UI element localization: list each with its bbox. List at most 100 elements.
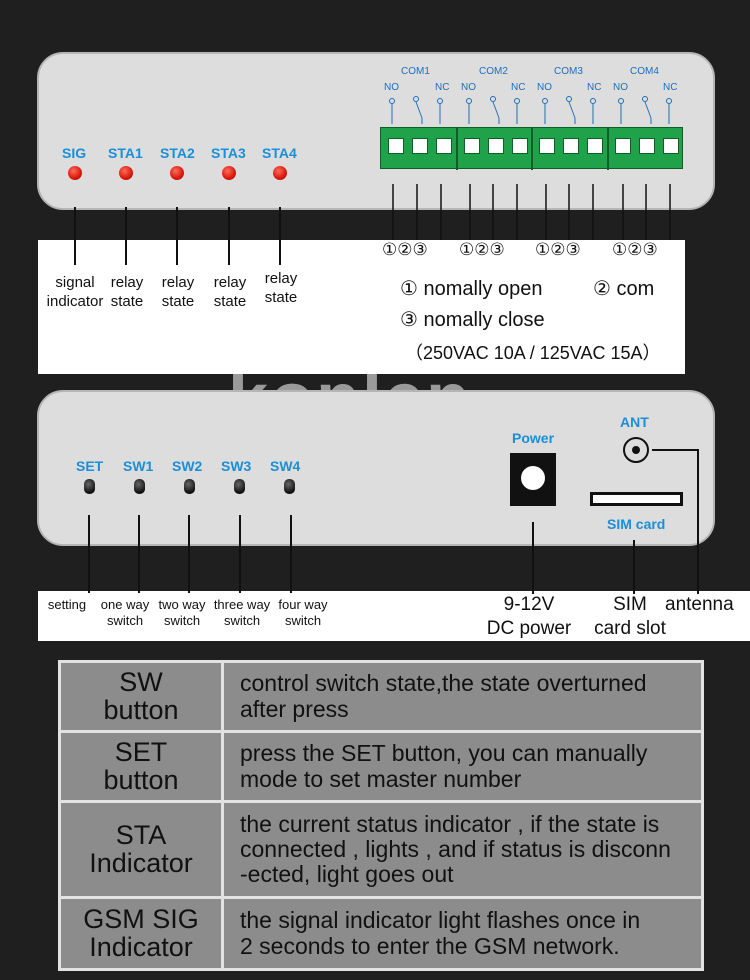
sta3-desc: relay state [208, 274, 252, 312]
sw2-label: SW2 [172, 458, 203, 474]
sw1-label: SW1 [123, 458, 154, 474]
sta1-label: STA1 [108, 145, 143, 161]
table-key: SET button [58, 730, 224, 803]
table-value: the current status indicator , if the st… [221, 800, 704, 899]
sig-label: SIG [62, 145, 87, 161]
sta1-desc: relay state [105, 274, 149, 312]
sw4-desc-line2: switch [284, 613, 322, 629]
power-desc-line1: 9-12V [503, 594, 555, 615]
sta2-label: STA2 [160, 145, 195, 161]
sta4-desc-line1: relay [264, 270, 298, 287]
relay-contact-symbols [389, 96, 672, 124]
function-table: SW button control switch state,the state… [58, 660, 704, 971]
table-value: press the SET button, you can manually m… [221, 730, 704, 803]
sta1-desc-line1: relay [110, 274, 144, 291]
sta4-led [273, 166, 287, 180]
legend-close: ③ nomally close [400, 309, 545, 331]
sw2-desc-line1: two way [158, 597, 206, 612]
sta1-lead [125, 207, 127, 265]
antenna-desc: antenna [665, 594, 734, 615]
relay-terminal-block [380, 127, 683, 170]
sw2-desc-line2: switch [163, 613, 201, 629]
sta4-lead [279, 207, 281, 265]
table-value: control switch state,the state overturne… [221, 660, 704, 733]
set-label: SET [76, 458, 104, 474]
sta4-desc: relay state [259, 270, 303, 308]
sw4-button[interactable] [284, 479, 295, 494]
sta2-desc: relay state [156, 274, 200, 312]
power-lead [532, 522, 534, 594]
sw3-desc-line1: three way [213, 597, 271, 612]
sig-desc-line2: indicator [46, 292, 104, 310]
sta3-desc-line1: relay [213, 274, 247, 291]
table-row: SW button control switch state,the state… [58, 660, 704, 733]
nc1-label: NC [435, 82, 450, 93]
sw3-desc: three way switch [210, 597, 274, 630]
power-label: Power [512, 430, 555, 446]
com1-label: COM1 [401, 66, 430, 77]
sw1-lead [138, 515, 140, 593]
sig-desc-line1: signal [55, 274, 95, 291]
control-panel [37, 390, 715, 546]
terminal-numbers-3: ①②③ [535, 240, 581, 259]
nc4-label: NC [663, 82, 678, 93]
sw1-desc-line2: switch [106, 613, 144, 629]
sta3-led [222, 166, 236, 180]
sta4-label: STA4 [262, 145, 297, 161]
antenna-lead-h [652, 449, 698, 451]
sta2-desc-line2: state [161, 292, 195, 310]
sim-desc: SIM card slot [582, 593, 678, 641]
legend-open: ① nomally open [400, 278, 543, 300]
sig-desc: signal indicator [40, 274, 110, 312]
sw1-button[interactable] [134, 479, 145, 494]
indicator-desc-strip [38, 240, 685, 374]
sw3-desc-line2: switch [223, 613, 261, 629]
sw1-desc: one way switch [96, 597, 154, 630]
antenna-lead-v [697, 449, 699, 594]
power-desc: 9-12V DC power [470, 593, 588, 641]
sta2-lead [176, 207, 178, 265]
table-value: the signal indicator light flashes once … [221, 896, 704, 971]
power-jack [510, 453, 556, 506]
no2-label: NO [461, 82, 476, 93]
set-desc-line1: setting [47, 597, 87, 612]
sta2-desc-line1: relay [161, 274, 195, 291]
sta2-led [170, 166, 184, 180]
terminal-numbers-1: ①②③ [382, 240, 428, 259]
sig-lead [74, 207, 76, 265]
sw2-button[interactable] [184, 479, 195, 494]
sta3-lead [228, 207, 230, 265]
com2-label: COM2 [479, 66, 508, 77]
sim-label: SIM card [607, 516, 666, 532]
power-desc-line2: DC power [486, 617, 572, 639]
nc2-label: NC [511, 82, 526, 93]
sw4-desc: four way switch [274, 597, 332, 630]
terminal-numbers-2: ①②③ [459, 240, 505, 259]
sim-desc-line1: SIM [613, 594, 647, 615]
control-desc-strip [38, 591, 750, 641]
sw3-label: SW3 [221, 458, 252, 474]
nc3-label: NC [587, 82, 602, 93]
sta3-label: STA3 [211, 145, 246, 161]
sw4-lead [290, 515, 292, 593]
table-key: STA Indicator [58, 800, 224, 899]
table-row: SET button press the SET button, you can… [58, 730, 704, 803]
sim-slot[interactable] [590, 492, 683, 506]
no3-label: NO [537, 82, 552, 93]
sw3-lead [239, 515, 241, 593]
set-button[interactable] [84, 479, 95, 494]
table-key: GSM SIG Indicator [58, 896, 224, 971]
sw4-label: SW4 [270, 458, 301, 474]
terminal-numbers-4: ①②③ [612, 240, 658, 259]
sw2-desc: two way switch [155, 597, 209, 630]
legend-com: ② com [593, 278, 655, 300]
sig-led [68, 166, 82, 180]
set-desc: setting [40, 597, 94, 613]
sta3-desc-line2: state [213, 292, 247, 310]
sw4-desc-line1: four way [278, 597, 328, 612]
sw3-button[interactable] [234, 479, 245, 494]
sw2-lead [188, 515, 190, 593]
antenna-connector-icon [623, 437, 649, 463]
no4-label: NO [613, 82, 628, 93]
sta4-desc-line2: state [264, 288, 298, 306]
